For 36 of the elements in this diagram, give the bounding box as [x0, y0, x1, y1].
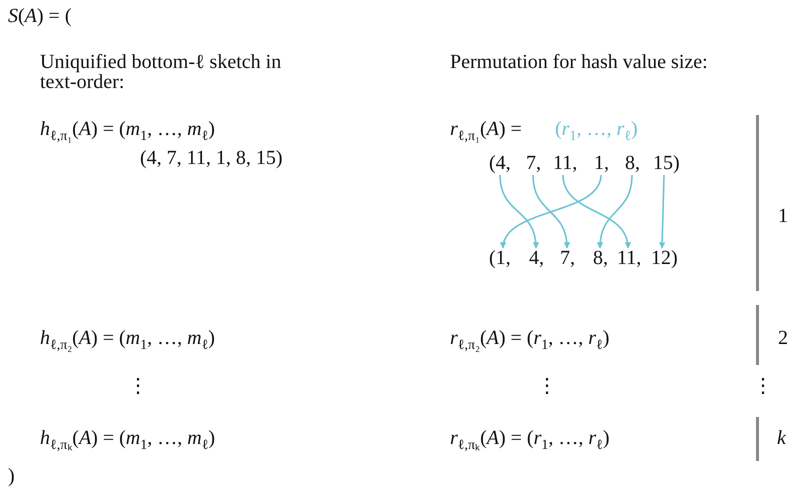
sequence-number: 4, — [529, 247, 544, 269]
formula: 2 — [778, 327, 787, 349]
sequence-number: 12) — [651, 247, 678, 269]
sequence-number: 7, — [560, 247, 575, 269]
arrow — [532, 174, 570, 249]
formula: r$_{ℓ,πₖ}$(A) = (r$_{1}$, …, r$_{ℓ}$) — [450, 427, 610, 455]
column-heading: Permutation for hash value size: — [450, 52, 709, 72]
arrow — [597, 174, 633, 249]
formula: S(A) = ( — [8, 5, 72, 27]
sequence-number: 11, — [553, 152, 578, 174]
sequence-number: 1, — [594, 152, 609, 174]
arrow — [658, 174, 666, 249]
formula: h$_{ℓ,π₁}$(A) = (m$_{1}$, …, m$_{ℓ}$) — [40, 118, 215, 146]
ellipsis: ⋮ — [753, 375, 773, 397]
ellipsis: ⋮ — [128, 375, 148, 397]
arrow — [501, 174, 602, 249]
formula: h$_{ℓ,π₂}$(A) = (m$_{1}$, …, m$_{ℓ}$) — [40, 327, 215, 355]
formula: h$_{ℓ,πₖ}$(A) = (m$_{1}$, …, m$_{ℓ}$) — [40, 427, 216, 455]
column-heading: Uniquified bottom-ℓ sketch in text-order: — [40, 52, 282, 92]
sequence-number: 15) — [653, 152, 680, 174]
sequence-number: 11, — [617, 247, 642, 269]
formula: ) — [8, 465, 15, 487]
formula: 1 — [778, 205, 787, 227]
formula: (4, 7, 11, 1, 8, 15) — [140, 147, 283, 169]
sequence-number: 8, — [593, 247, 608, 269]
sequence-number: (1, — [489, 247, 511, 269]
formula: (r$_{1}$, …, r$_{ℓ}$) — [555, 118, 638, 146]
sequence-number: (4, — [489, 152, 511, 174]
row-label: k — [777, 427, 786, 449]
arrow — [562, 174, 630, 249]
sequence-number: 7, — [526, 152, 541, 174]
formula: r$_{ℓ,π₂}$(A) = (r$_{1}$, …, r$_{ℓ}$) — [450, 327, 610, 355]
ellipsis: ⋮ — [537, 375, 557, 397]
formula: r$_{ℓ,π₁}$(A) = — [450, 118, 522, 146]
arrow — [499, 174, 539, 249]
sequence-number: 8, — [625, 152, 640, 174]
